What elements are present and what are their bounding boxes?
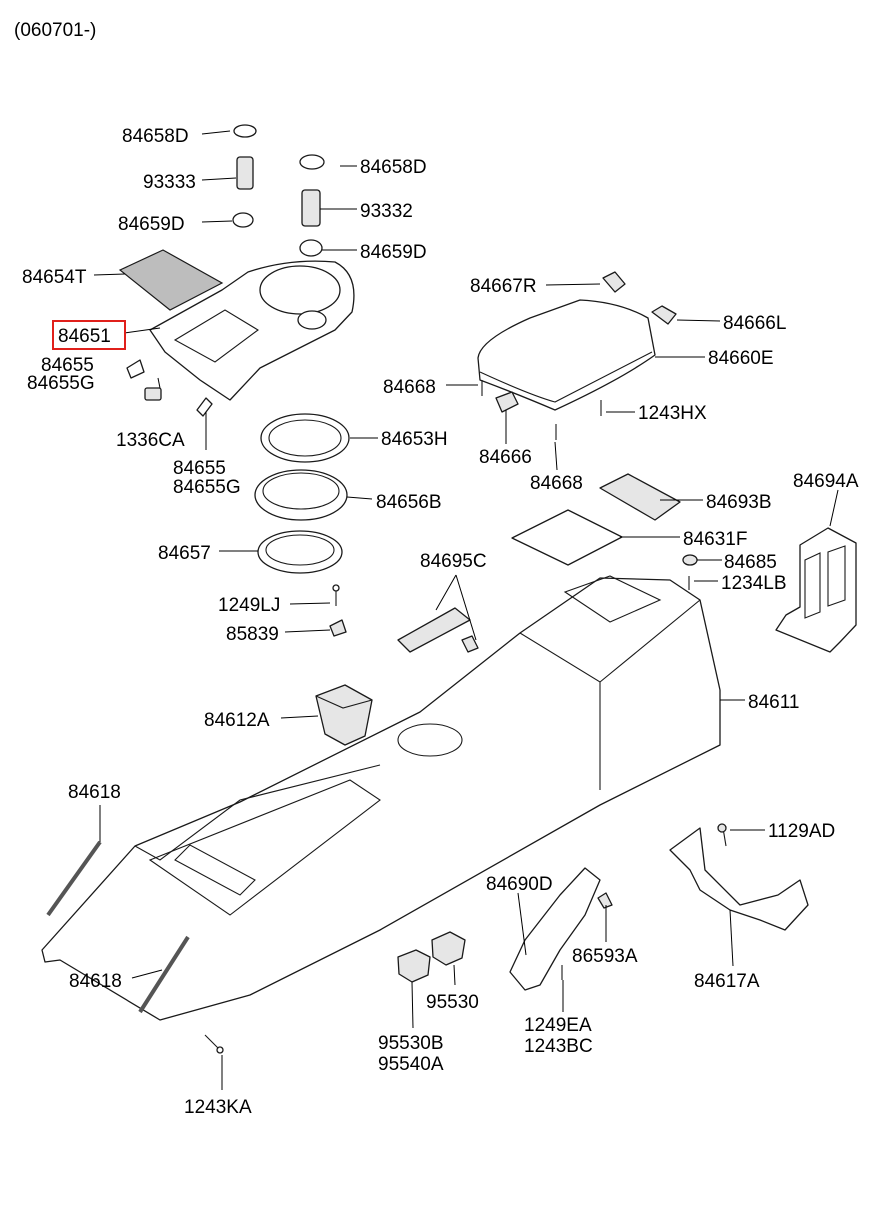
label-84655-b[interactable]: 84655 bbox=[173, 458, 226, 479]
label-84611[interactable]: 84611 bbox=[748, 692, 799, 713]
label-84659D-a[interactable]: 84659D bbox=[118, 214, 185, 235]
label-84655G-b[interactable]: 84655G bbox=[173, 477, 241, 498]
label-84655-a[interactable]: 84655 bbox=[41, 355, 94, 376]
label-84655G-a[interactable]: 84655G bbox=[27, 373, 95, 394]
label-84695C[interactable]: 84695C bbox=[420, 551, 487, 572]
label-84668-a[interactable]: 84668 bbox=[383, 377, 436, 398]
label-84659D-b[interactable]: 84659D bbox=[360, 242, 427, 263]
label-86593A[interactable]: 86593A bbox=[572, 946, 638, 967]
bracket-84694A bbox=[775, 527, 857, 653]
label-1129AD[interactable]: 1129AD bbox=[768, 821, 835, 842]
label-84654T[interactable]: 84654T bbox=[22, 267, 87, 288]
label-1243KA[interactable]: 1243KA bbox=[184, 1097, 252, 1118]
clip-85839 bbox=[329, 619, 347, 637]
label-93332[interactable]: 93332 bbox=[360, 201, 413, 222]
label-84618-b[interactable]: 84618 bbox=[69, 971, 122, 992]
label-84653H[interactable]: 84653H bbox=[381, 429, 448, 450]
label-1243BC[interactable]: 1243BC bbox=[524, 1036, 593, 1057]
label-84693B[interactable]: 84693B bbox=[706, 492, 772, 513]
mat-84631F bbox=[511, 509, 623, 566]
label-84658D-b[interactable]: 84658D bbox=[360, 157, 427, 178]
label-84656B[interactable]: 84656B bbox=[376, 492, 442, 513]
parts-artwork bbox=[41, 124, 857, 1054]
label-1234LB[interactable]: 1234LB bbox=[721, 573, 787, 594]
cupholder-ring-84651 bbox=[259, 265, 341, 315]
knob-hole-84651 bbox=[297, 310, 327, 330]
label-84612A[interactable]: 84612A bbox=[204, 710, 270, 731]
ring-84656B bbox=[254, 469, 348, 521]
label-95540A[interactable]: 95540A bbox=[378, 1054, 444, 1075]
mat-84654T bbox=[118, 249, 224, 311]
label-84631F[interactable]: 84631F bbox=[683, 529, 747, 550]
label-1336CA[interactable]: 1336CA bbox=[116, 430, 185, 451]
label-84617A[interactable]: 84617A bbox=[694, 971, 760, 992]
label-84618-a[interactable]: 84618 bbox=[68, 782, 121, 803]
cap-84659D-left bbox=[232, 212, 254, 228]
label-84651[interactable]: 84651 bbox=[58, 326, 111, 347]
label-84657[interactable]: 84657 bbox=[158, 543, 211, 564]
clip-84655-b bbox=[196, 397, 213, 417]
label-84666L[interactable]: 84666L bbox=[723, 313, 786, 334]
label-95530[interactable]: 95530 bbox=[426, 992, 479, 1013]
side-panel-84690D bbox=[509, 867, 601, 991]
label-93333[interactable]: 93333 bbox=[143, 172, 196, 193]
ring-84657 bbox=[257, 530, 343, 574]
label-1249EA[interactable]: 1249EA bbox=[524, 1015, 592, 1036]
clip-84658D-left bbox=[233, 124, 257, 138]
label-84658D-a[interactable]: 84658D bbox=[122, 126, 189, 147]
trim-84695C bbox=[397, 607, 471, 653]
label-84660E[interactable]: 84660E bbox=[708, 348, 774, 369]
clip-86593A bbox=[597, 892, 613, 909]
armrest-84660E bbox=[477, 299, 656, 411]
label-84690D[interactable]: 84690D bbox=[486, 874, 553, 895]
label-84668-b[interactable]: 84668 bbox=[530, 473, 583, 494]
switch-95530 bbox=[431, 931, 466, 966]
clip-84655-a bbox=[126, 359, 145, 379]
label-84685[interactable]: 84685 bbox=[724, 552, 777, 573]
switch-95530B bbox=[397, 949, 431, 983]
hinge-84666L bbox=[651, 305, 677, 325]
label-95530B[interactable]: 95530B bbox=[378, 1033, 444, 1054]
clip-1336CA bbox=[144, 387, 162, 401]
label-85839[interactable]: 85839 bbox=[226, 624, 279, 645]
lamp-socket-93332 bbox=[301, 189, 321, 227]
strip-84618-a bbox=[46, 840, 102, 917]
part-labels: 84658D 93333 84659D 84654T 84651 84655 8… bbox=[22, 126, 859, 1118]
label-1249LJ[interactable]: 1249LJ bbox=[218, 595, 280, 616]
cap-84659D-right bbox=[299, 239, 323, 257]
highlight-box-84651 bbox=[52, 320, 126, 350]
leader-lines bbox=[93, 130, 839, 1090]
clip-84658D-right bbox=[299, 154, 325, 170]
lamp-socket-93333 bbox=[236, 156, 254, 190]
label-84666[interactable]: 84666 bbox=[479, 447, 532, 468]
ring-84653H bbox=[260, 413, 350, 463]
lid-84693B bbox=[599, 473, 681, 521]
label-1243HX[interactable]: 1243HX bbox=[638, 403, 707, 424]
hinge-84667R bbox=[602, 271, 626, 293]
console-body-84611 bbox=[41, 577, 721, 1021]
label-84667R[interactable]: 84667R bbox=[470, 276, 537, 297]
strip-84618-b bbox=[138, 935, 190, 1014]
latch-84666 bbox=[495, 391, 519, 413]
cap-84685 bbox=[682, 554, 698, 566]
bracket-84617A bbox=[669, 827, 809, 931]
diagram-code: (060701-) bbox=[14, 20, 96, 41]
label-84694A[interactable]: 84694A bbox=[793, 471, 859, 492]
cup-84612A bbox=[315, 684, 373, 746]
